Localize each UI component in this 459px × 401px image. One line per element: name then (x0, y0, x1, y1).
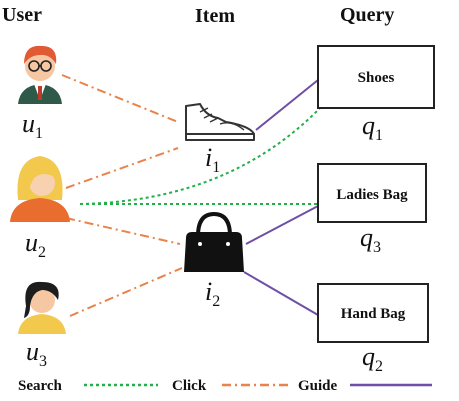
click-edge-u2-i1 (65, 147, 179, 189)
user-3-top (18, 314, 66, 334)
legend-click-label: Click (172, 378, 207, 394)
user-2-top (10, 198, 70, 222)
header-item: Item (195, 5, 235, 27)
legend-search-label: Search (18, 378, 63, 394)
user-3-label: u3 (26, 337, 47, 370)
header-user: User (2, 4, 42, 26)
guide-edge-i2-q3 (245, 205, 319, 245)
item-1-label: i1 (205, 143, 220, 176)
query-2-label: q2 (362, 342, 383, 375)
header-query: Query (340, 4, 394, 26)
search-edge-u2-q1 (79, 105, 323, 205)
query-2-text: Hand Bag (341, 306, 406, 322)
item-2-label: i2 (205, 277, 220, 310)
user-1-avatar (18, 45, 62, 104)
user-3-avatar (18, 281, 66, 334)
user-2-avatar (10, 156, 70, 222)
user-3-face (29, 287, 55, 313)
query-3-text: Ladies Bag (336, 187, 408, 203)
click-edge-u2-i2 (65, 217, 181, 245)
user-1-tie (38, 86, 42, 100)
user-1-hair (24, 45, 57, 64)
click-edge-u1-i1 (61, 74, 179, 123)
query-box-hand-bag: Hand Bag (317, 283, 429, 343)
click-edge-u3-i2 (69, 267, 183, 317)
guide-edge-i1-q1 (255, 79, 319, 131)
edges (61, 74, 323, 317)
sneaker-icon (185, 103, 255, 141)
query-1-label: q1 (362, 111, 383, 144)
query-box-shoes: Shoes (317, 45, 435, 109)
user-1-label: u1 (22, 109, 43, 142)
query-3-label: q3 (360, 223, 381, 256)
user-2-hair-front (26, 163, 57, 196)
user-3-hair (24, 281, 59, 318)
query-1-text: Shoes (358, 70, 395, 86)
guide-edge-i2-q2 (243, 271, 319, 316)
user-2-label: u2 (25, 228, 46, 261)
query-box-ladies-bag: Ladies Bag (317, 163, 427, 223)
legend-guide-label: Guide (298, 378, 338, 394)
legend: Search Click Guide (18, 378, 432, 394)
handbag-icon (184, 211, 244, 272)
